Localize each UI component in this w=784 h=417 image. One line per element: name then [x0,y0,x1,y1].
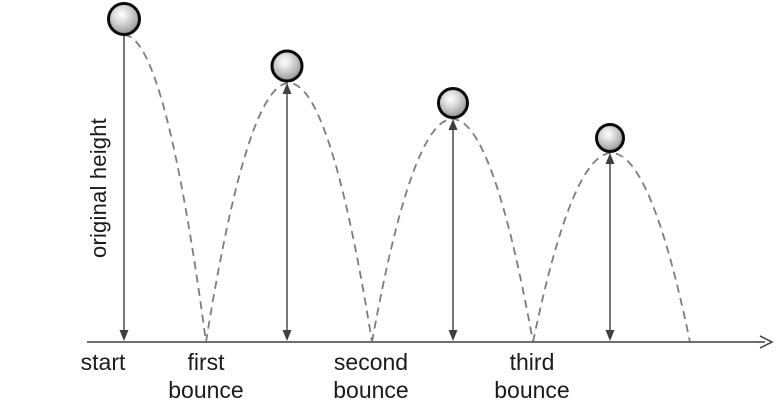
second-bounce-line1: second [333,349,409,375]
trajectory-arc [205,82,373,343]
arrowhead-down-icon [605,330,615,341]
ball [107,2,141,36]
ball [270,49,304,83]
third-bounce-line2: bounce [494,377,570,403]
ball [595,123,625,153]
axis-label-first-bounce: first bounce [168,348,243,404]
first-bounce-line1: first [187,349,225,375]
arrowhead-up-icon [605,153,615,164]
arrowhead-down-icon [282,330,292,341]
axis-label-second-bounce: second bounce [333,348,408,404]
first-bounce-line2: bounce [168,377,244,403]
original-height-label: original height [86,118,111,258]
axis-label-start: start [81,348,126,376]
ball [437,87,469,119]
trajectory-arc [371,118,534,343]
arrowhead-up-icon [448,119,458,130]
third-bounce-line1: third [509,349,555,375]
trajectory-arc [532,152,691,343]
arrowhead-up-icon [282,83,292,94]
arrowhead-down-icon [119,330,129,341]
trajectory-arc [123,34,207,343]
second-bounce-line2: bounce [333,377,409,403]
axis-arrowhead-icon [759,335,774,349]
axis-label-third-bounce: third bounce [494,348,569,404]
arrowhead-down-icon [448,330,458,341]
axis-label-start-text: start [80,349,126,375]
